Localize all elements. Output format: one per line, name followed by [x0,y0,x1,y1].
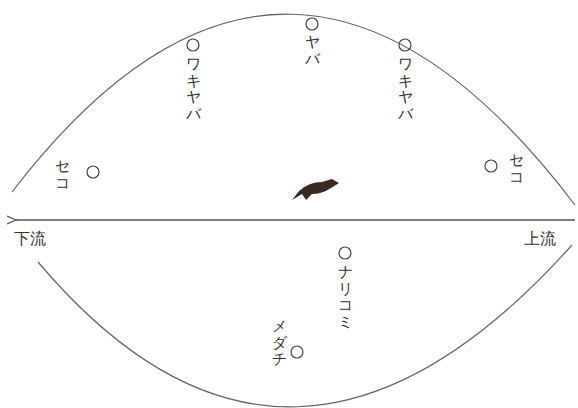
animal-silhouette [292,179,339,200]
zone-label: セコ [509,152,524,185]
flow-direction-label: 上流 [524,230,556,248]
marker-circle [291,346,303,358]
zone-label: ヤバ [305,34,320,67]
marker-circle [306,18,318,30]
zone-label: ワキヤバ [186,56,201,122]
flow-arrow [16,219,575,220]
upper-bank-line [12,14,575,205]
marker-circles [87,18,497,358]
marker-circle [187,39,199,51]
zone-label: ナリコミ [338,264,353,330]
flow-direction-label: 下流 [14,230,46,248]
marker-circle [399,39,411,51]
marker-circle [87,166,99,178]
lower-bank-line [38,245,572,407]
zone-label: セコ [55,158,70,191]
marker-circle [339,247,351,259]
marker-circle [485,160,497,172]
zone-label: メダチ [272,318,287,368]
zone-label: ワキヤバ [398,56,413,122]
